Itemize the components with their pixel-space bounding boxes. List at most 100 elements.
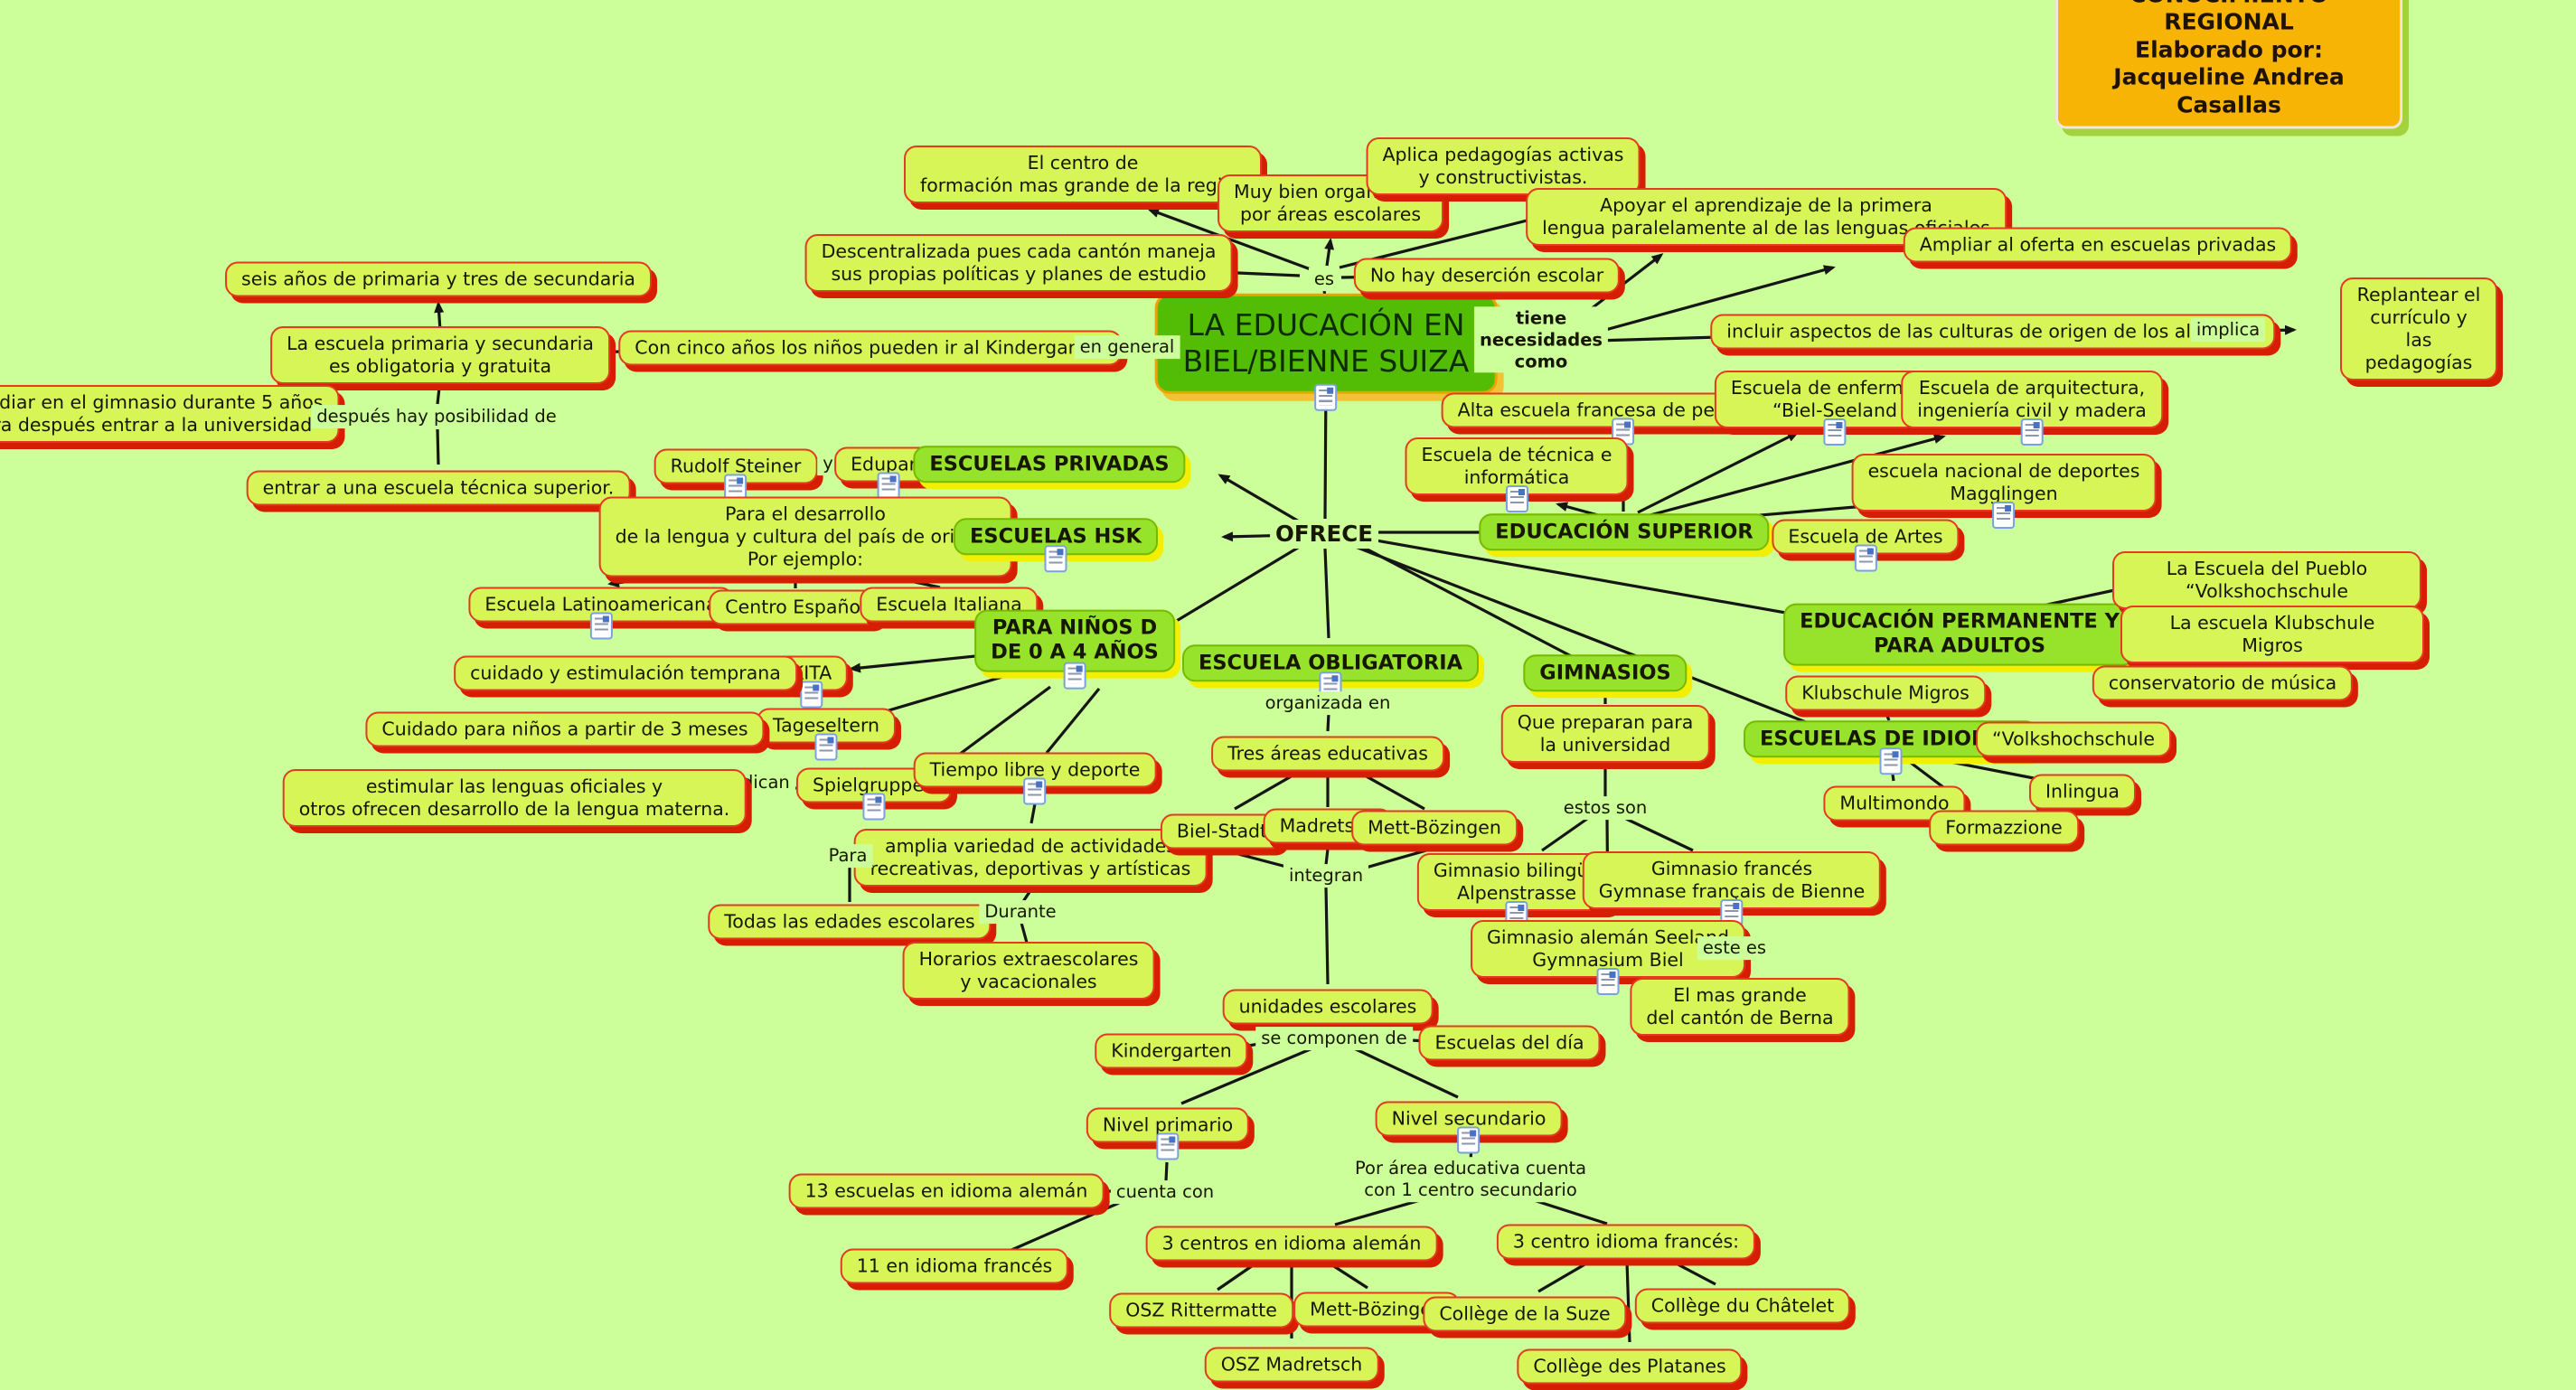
college-suze[interactable]: Collège de la Suze — [1423, 1296, 1627, 1332]
college-platanes[interactable]: Collège des Platanes — [1517, 1348, 1743, 1385]
resource-icon[interactable] — [1823, 418, 1847, 446]
resource-icon[interactable] — [2020, 418, 2044, 446]
title-box-text: MAPA DE CONOCIMIENTO REGIONAL Elaborado … — [2055, 0, 2402, 129]
educacion-superior[interactable]: EDUCACIÓN SUPERIOR — [1479, 513, 1770, 551]
gimnasio-frances[interactable]: Gimnasio francés Gymnase français de Bie… — [1582, 851, 1882, 926]
tres-centro-frances-text: 3 centro idioma francés: — [1496, 1224, 1756, 1260]
kita[interactable]: KITA — [775, 655, 849, 709]
college-chatelet[interactable]: Collège du Châtelet — [1634, 1288, 1851, 1324]
biel-stadt[interactable]: Biel-Stadt — [1160, 813, 1284, 850]
entrar-tecnica-superior[interactable]: entrar a una escuela técnica superior. — [246, 470, 631, 506]
edge-line — [1642, 434, 1946, 519]
seis-anos[interactable]: seis años de primaria y tres de secundar… — [225, 261, 652, 297]
resource-icon[interactable] — [862, 793, 886, 821]
tres-centros-aleman-text: 3 centros en idioma alemán — [1145, 1226, 1438, 1262]
tres-centros-aleman[interactable]: 3 centros en idioma alemán — [1145, 1226, 1438, 1262]
link-despues-posibilidad-text: después hay posibilidad de — [311, 405, 562, 428]
cuidado-temprana[interactable]: cuidado y estimulación temprana — [454, 655, 797, 691]
escuela-obligatoria[interactable]: ESCUELA OBLIGATORIA — [1181, 644, 1480, 700]
que-preparan[interactable]: Que preparan para la universidad — [1500, 705, 1710, 763]
no-desercion[interactable]: No hay deserción escolar — [1353, 258, 1621, 294]
escuelas-del-dia[interactable]: Escuelas del día — [1418, 1025, 1601, 1061]
escuela-tecnica-informatica[interactable]: Escuela de técnica e informática — [1405, 437, 1629, 512]
escuelas-privadas[interactable]: ESCUELAS PRIVADAS — [913, 446, 1186, 484]
resource-icon[interactable] — [1023, 777, 1047, 805]
resource-icon[interactable] — [800, 681, 823, 709]
escuela-klubschule[interactable]: La escuela Klubschule Migros — [2120, 606, 2424, 663]
el-centro-formacion[interactable]: El centro de formación mas grande de la … — [904, 146, 1262, 203]
mett-bozingen-text: Mett-Bözingen — [1351, 810, 1518, 846]
tres-areas[interactable]: Tres áreas educativas — [1211, 736, 1444, 772]
osz-rittermatte-text: OSZ Rittermatte — [1109, 1292, 1293, 1329]
para-ninos-text: PARA NIÑOS D DE 0 A 4 AÑOS — [974, 609, 1175, 672]
trece-escuelas-aleman[interactable]: 13 escuelas en idioma alemán — [788, 1173, 1105, 1209]
estudiar-gimnasio[interactable]: Estudiar en el gimnasio durante 5 años p… — [0, 385, 340, 443]
el-mas-grande[interactable]: El mas grande del cantón de Berna — [1630, 978, 1850, 1036]
tageseltern[interactable]: Tageseltern — [756, 708, 897, 761]
osz-madretsch[interactable]: OSZ Madretsch — [1204, 1347, 1379, 1383]
amplia-variedad[interactable]: amplia variedad de actividades recreativ… — [853, 829, 1208, 887]
resource-icon[interactable] — [1992, 502, 2016, 529]
para-ninos[interactable]: PARA NIÑOS D DE 0 A 4 AÑOS — [974, 609, 1175, 690]
rudolf-steiner[interactable]: Rudolf Steiner — [653, 448, 818, 502]
para-desarrollo-lengua[interactable]: Para el desarrollo de la lengua y cultur… — [598, 496, 1012, 578]
inlingua[interactable]: Inlingua — [2029, 774, 2136, 810]
resource-icon[interactable] — [1063, 662, 1086, 690]
once-frances[interactable]: 11 en idioma francés — [840, 1248, 1069, 1284]
edge-line — [1045, 687, 1101, 755]
unidades-escolares[interactable]: unidades escolares — [1222, 989, 1434, 1025]
nivel-primario[interactable]: Nivel primario — [1086, 1107, 1250, 1160]
multimondo[interactable]: Multimondo — [1823, 785, 1966, 822]
resource-icon[interactable] — [1596, 968, 1620, 995]
horarios-extraescolares[interactable]: Horarios extraescolares y vacacionales — [902, 942, 1155, 1000]
ampliar-oferta[interactable]: Ampliar al oferta en escuelas privadas — [1903, 227, 2293, 263]
osz-rittermatte[interactable]: OSZ Rittermatte — [1109, 1292, 1293, 1329]
resource-icon[interactable] — [814, 733, 838, 761]
escuela-primaria-secundaria[interactable]: La escuela primaria y secundaria es obli… — [270, 326, 610, 384]
unidades-escolares-text: unidades escolares — [1222, 989, 1434, 1025]
gimnasios[interactable]: GIMNASIOS — [1523, 654, 1688, 692]
escuela-artes[interactable]: Escuela de Artes — [1772, 519, 1960, 572]
formazzione[interactable]: Formazzione — [1929, 810, 2079, 846]
apoyar-aprendizaje[interactable]: Apoyar el aprendizaje de la primera leng… — [1526, 188, 2007, 246]
kindergarten[interactable]: Kindergarten — [1095, 1033, 1248, 1069]
klubschule-migros[interactable]: Klubschule Migros — [1785, 675, 1986, 711]
educacion-permanente[interactable]: EDUCACIÓN PERMANENTE Y PARA ADULTOS — [1783, 603, 2136, 666]
resource-icon[interactable] — [1314, 383, 1338, 411]
resource-icon[interactable] — [1505, 485, 1528, 512]
tres-centro-frances[interactable]: 3 centro idioma francés: — [1496, 1224, 1756, 1260]
escuela-arquitectura[interactable]: Escuela de arquitectura, ingeniería civi… — [1901, 371, 2163, 446]
resource-icon[interactable] — [877, 472, 900, 500]
once-frances-text: 11 en idioma francés — [840, 1248, 1069, 1284]
conservatorio[interactable]: conservatorio de música — [2092, 665, 2354, 701]
resource-icon[interactable] — [589, 612, 613, 640]
escuela-latinoamericana[interactable]: Escuela Latinoamericana — [468, 587, 734, 640]
resource-icon[interactable] — [1044, 545, 1067, 573]
cuidado-3-meses[interactable]: Cuidado para niños a partir de 3 meses — [365, 711, 765, 747]
mett-bozingen[interactable]: Mett-Bözingen — [1351, 810, 1518, 846]
link-en-general: en general — [1074, 335, 1180, 359]
todas-edades-text: Todas las edades escolares — [708, 904, 992, 940]
muy-bien-organizada[interactable]: Muy bien organizada por áreas escolares — [1217, 174, 1443, 232]
resource-icon[interactable] — [1854, 544, 1877, 572]
resource-icon[interactable] — [1156, 1132, 1180, 1160]
deportes-magglingen[interactable]: escuela nacional de deportes Magglingen — [1851, 454, 2157, 529]
resource-icon[interactable] — [1457, 1126, 1481, 1154]
volkshochschule[interactable]: “Volkshochschule — [1976, 721, 2171, 757]
replantear-curriculo[interactable]: Replantear el currículo y las pedagogías — [2340, 277, 2497, 380]
nivel-secundario[interactable]: Nivel secundario — [1375, 1101, 1563, 1154]
incluir-aspectos[interactable]: incluir aspectos de las culturas de orig… — [1710, 314, 2276, 350]
aplica-pedagogias[interactable]: Aplica pedagogías activas y constructivi… — [1366, 137, 1641, 195]
centro-espanol[interactable]: Centro Español — [709, 589, 882, 625]
resource-icon[interactable] — [1879, 747, 1903, 775]
escuela-pueblo[interactable]: La Escuela del Pueblo “Volkshochschule — [2112, 551, 2421, 609]
main-la-educacion[interactable]: LA EDUCACIÓN EN BIEL/BIENNE SUIZA — [1154, 293, 1498, 411]
descentralizada[interactable]: Descentralizada pues cada cantón maneja … — [804, 234, 1233, 292]
tiempo-libre[interactable]: Tiempo libre y deporte — [913, 752, 1157, 805]
trece-escuelas-aleman-text: 13 escuelas en idioma alemán — [788, 1173, 1105, 1209]
estimular-lenguas[interactable]: estimular las lenguas oficiales y otros … — [282, 769, 747, 827]
escuelas-hsk[interactable]: ESCUELAS HSK — [954, 518, 1158, 573]
todas-edades[interactable]: Todas las edades escolares — [708, 904, 992, 940]
edge-line — [1556, 502, 1599, 517]
con-cinco-anos[interactable]: Con cinco años los niños pueden ir al Ki… — [618, 330, 1123, 366]
